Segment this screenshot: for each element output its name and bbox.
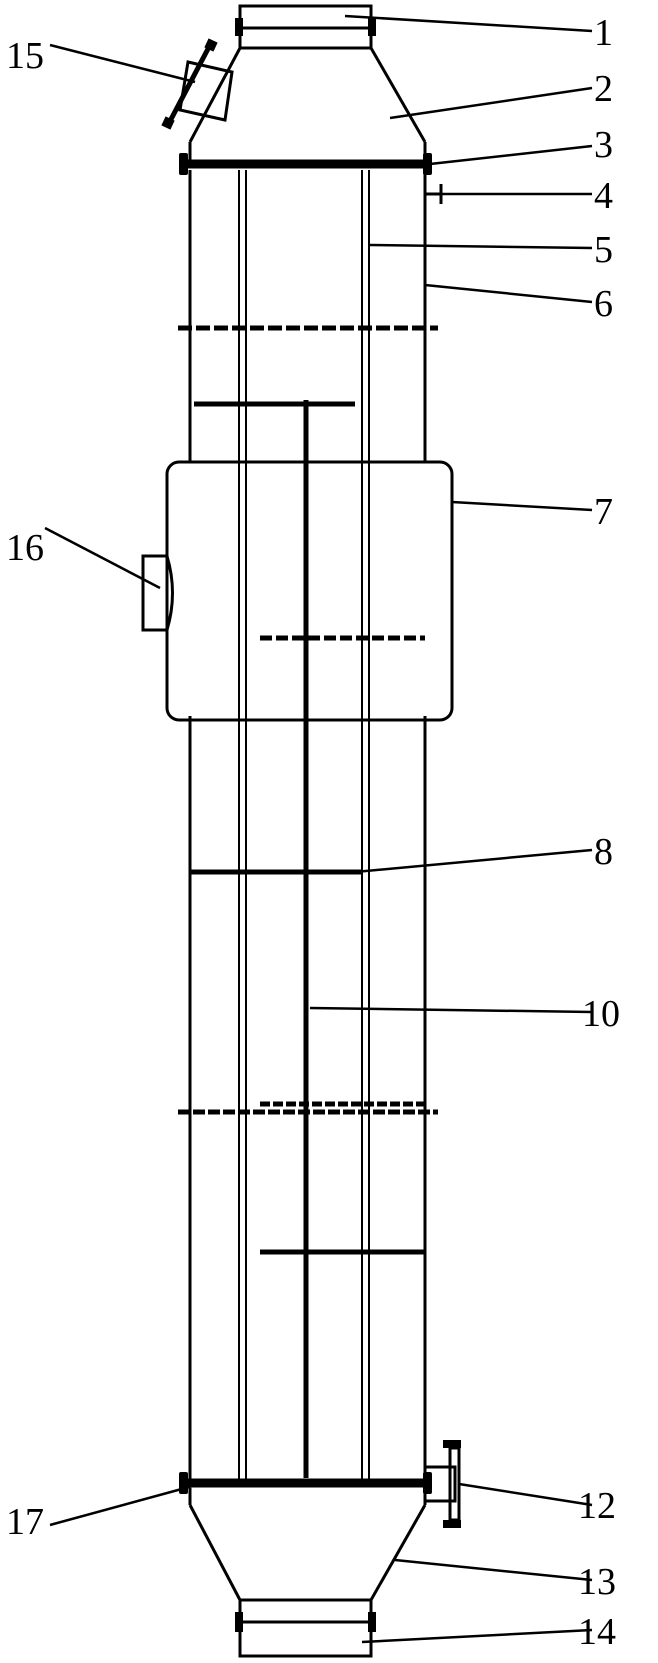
label-3: 3 [594, 124, 613, 166]
top-cone-head [188, 46, 427, 160]
side-port-top [425, 184, 443, 204]
label-17: 17 [6, 1501, 44, 1543]
leader-lines [44, 14, 593, 1644]
label-14: 14 [578, 1611, 616, 1653]
label-1: 1 [594, 12, 613, 54]
callout-labels: 1 2 3 4 5 6 7 8 10 12 13 14 15 16 17 [6, 12, 620, 1653]
top-nozzle-clamp-left [235, 18, 243, 36]
top-nozzle [235, 4, 376, 50]
label-15: 15 [6, 35, 44, 77]
dashed-baffles [178, 325, 438, 1115]
label-8: 8 [594, 831, 613, 873]
label-5: 5 [594, 229, 613, 271]
label-7: 7 [594, 491, 613, 533]
label-13: 13 [578, 1561, 616, 1603]
bottom-cone-head [188, 1488, 427, 1602]
label-16: 16 [6, 527, 44, 569]
label-2: 2 [594, 68, 613, 110]
jacket-side-nozzle [141, 554, 174, 632]
label-6: 6 [594, 283, 613, 325]
label-4: 4 [594, 175, 613, 217]
vent-nozzle [161, 38, 234, 130]
heat-exchange-tubes [238, 170, 370, 1480]
heating-jacket [165, 460, 454, 722]
label-10: 10 [582, 993, 620, 1035]
top-tube-sheet [179, 153, 432, 175]
solid-baffles [190, 401, 425, 1255]
top-nozzle-clamp-right [368, 18, 376, 36]
shell [188, 170, 427, 1480]
label-12: 12 [578, 1485, 616, 1527]
bottom-nozzle [235, 1598, 376, 1658]
